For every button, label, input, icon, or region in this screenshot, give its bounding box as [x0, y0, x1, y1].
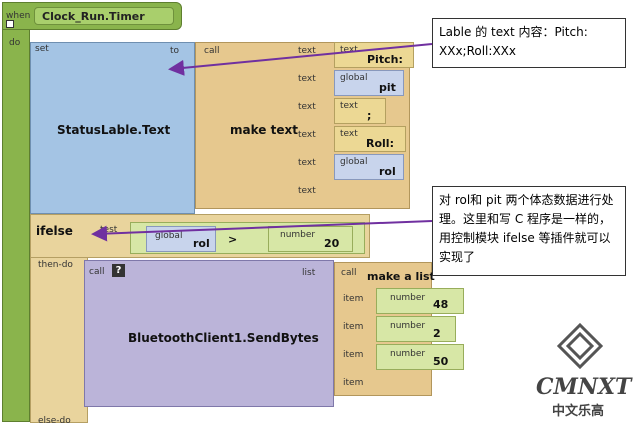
text-block-value: ;	[367, 109, 372, 122]
text-socket-label: text	[298, 74, 316, 84]
then-do-label: then-do	[38, 260, 73, 270]
number-block-50[interactable]	[376, 344, 464, 370]
number-block-2[interactable]	[376, 316, 456, 342]
text-block-semicolon[interactable]	[334, 98, 386, 124]
number-block-value: 50	[433, 355, 449, 368]
global-block-tag: global	[340, 157, 368, 167]
ifelse-title: ifelse	[36, 224, 73, 238]
text-socket-label: text	[298, 130, 316, 140]
text-socket-label: text	[298, 102, 316, 112]
number-block-48[interactable]	[376, 288, 464, 314]
text-block-roll[interactable]	[334, 126, 406, 152]
event-block[interactable]	[2, 2, 30, 422]
help-icon[interactable]: ?	[112, 264, 125, 277]
watermark-subtext: 中文乐高	[552, 404, 605, 419]
list-item-label: item	[343, 378, 364, 388]
list-item-label: item	[343, 350, 364, 360]
arrow-to-set-block	[168, 43, 433, 76]
text-socket-label: text	[298, 46, 316, 56]
text-block-value: Roll:	[366, 137, 394, 150]
global-block-value: pit	[379, 81, 396, 94]
collapse-icon[interactable]	[6, 20, 14, 28]
compare-global-tag: global	[155, 231, 183, 241]
list-item-label: item	[343, 322, 364, 332]
make-list-call-label: call	[341, 268, 357, 278]
compare-number-tag: number	[280, 230, 316, 240]
when-label: when	[6, 11, 31, 21]
watermark-text: CMNXT	[536, 374, 632, 400]
set-label: set	[35, 44, 49, 54]
number-block-tag: number	[390, 321, 426, 331]
bluetooth-call-block[interactable]	[84, 260, 334, 407]
number-block-value: 48	[433, 298, 449, 311]
compare-operator: >	[228, 233, 238, 246]
text-socket-label: text	[298, 158, 316, 168]
event-name: Clock_Run.Timer	[42, 10, 145, 23]
global-block-pit[interactable]	[334, 70, 404, 96]
else-do-label: else-do	[38, 416, 71, 426]
global-block-rol[interactable]	[334, 154, 404, 180]
compare-number[interactable]	[268, 226, 353, 252]
text-socket-label: text	[298, 186, 316, 196]
make-list-title: make a list	[367, 270, 435, 283]
annotation-note-label-text: Lable 的 text 内容：Pitch: XXx;Roll:XXx	[432, 18, 626, 68]
arrow-to-ifelse-block	[91, 220, 433, 242]
logo-icon	[556, 322, 604, 370]
text-block-value: Pitch:	[367, 53, 403, 66]
make-text-title: make text	[230, 123, 298, 137]
bt-list-label: list	[302, 268, 316, 278]
bt-call-name: BluetoothClient1.SendBytes	[128, 331, 319, 345]
test-label: test	[100, 225, 118, 235]
make-text-block[interactable]	[195, 42, 410, 209]
set-target: StatusLable.Text	[57, 123, 171, 137]
text-block-tag: text	[340, 101, 358, 111]
compare-global-value: rol	[193, 237, 210, 250]
bt-call-label: call	[89, 267, 105, 277]
to-label: to	[170, 46, 180, 56]
annotation-note-ifelse: 对 rol和 pit 两个体态数据进行处理。这里和写 C 程序是一样的，用控制模…	[432, 186, 626, 276]
set-block[interactable]	[30, 42, 195, 214]
number-block-value: 2	[433, 327, 441, 340]
number-block-tag: number	[390, 293, 426, 303]
do-label: do	[9, 38, 21, 48]
list-item-label: item	[343, 294, 364, 304]
compare-number-value: 20	[324, 237, 340, 250]
make-text-call-label: call	[204, 46, 220, 56]
global-block-value: rol	[379, 165, 396, 178]
event-name-pill[interactable]	[34, 7, 174, 25]
text-block-tag: text	[340, 129, 358, 139]
global-block-tag: global	[340, 73, 368, 83]
text-block-tag: text	[340, 45, 358, 55]
number-block-tag: number	[390, 349, 426, 359]
